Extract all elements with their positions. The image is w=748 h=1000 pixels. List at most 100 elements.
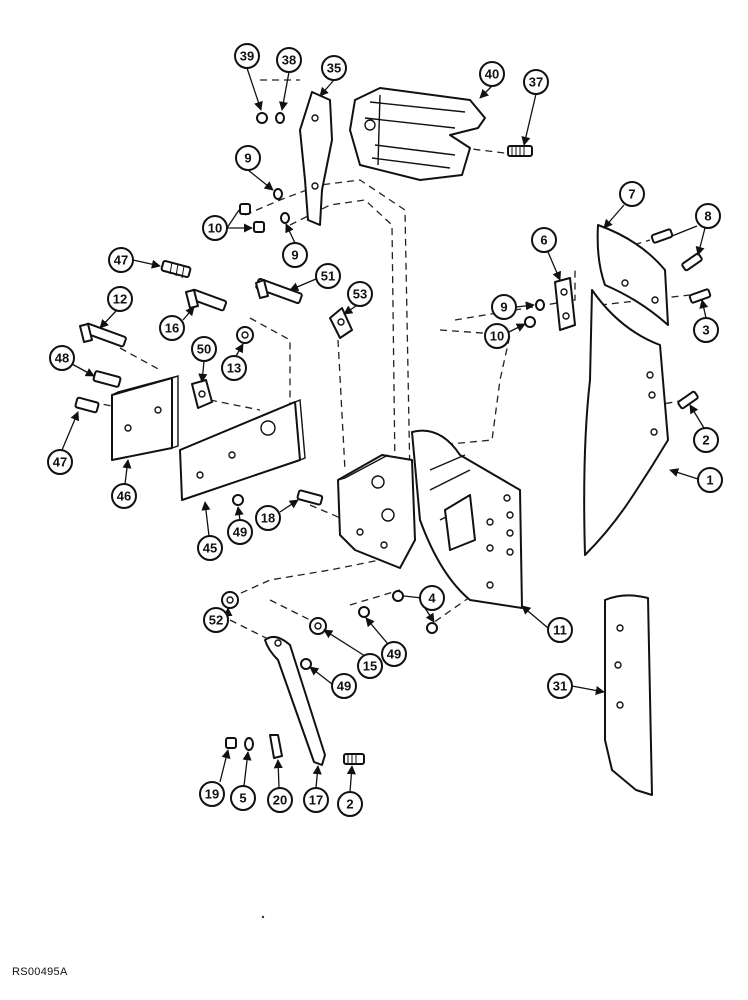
part-46-plate (111, 375, 179, 461)
washer-13 (236, 326, 254, 344)
bolt-47-upper (160, 259, 192, 279)
svg-text:2: 2 (346, 797, 353, 812)
callout-2: 35 (319, 55, 347, 97)
svg-text:12: 12 (113, 292, 127, 307)
nut-15 (309, 617, 327, 635)
callout-28: 18 (255, 499, 299, 531)
callout-13: 53 (343, 281, 373, 315)
nut-4-upper (392, 590, 404, 602)
part-6-bracket (554, 277, 576, 331)
svg-text:20: 20 (273, 793, 287, 808)
callout-27: 49 (227, 506, 253, 545)
callout-26: 45 (197, 501, 223, 561)
svg-text:17: 17 (309, 793, 323, 808)
callout-37: 5 (230, 751, 256, 811)
callout-35: 49 (309, 666, 357, 699)
callout-29: 4 (403, 585, 445, 622)
svg-text:8: 8 (704, 209, 711, 224)
svg-text:2: 2 (702, 433, 709, 448)
bolt-48 (92, 370, 122, 388)
washer-9-mid (535, 299, 545, 311)
callout-1: 38 (276, 47, 302, 111)
callout-30: 52 (203, 607, 233, 633)
svg-text:49: 49 (337, 679, 351, 694)
part-40-cover (349, 87, 486, 181)
svg-text:13: 13 (227, 361, 241, 376)
callout-31: 11 (521, 605, 573, 643)
bolt-3 (688, 288, 712, 304)
svg-text:39: 39 (240, 49, 254, 64)
part-45-plate (179, 398, 306, 501)
bolt-8-lower (681, 252, 703, 272)
part-1-moldboard (583, 289, 669, 556)
bolt-2-lower (343, 753, 365, 765)
svg-text:45: 45 (203, 541, 217, 556)
bolt-8-upper (650, 228, 674, 244)
callout-18: 50 (191, 336, 217, 383)
svg-text:31: 31 (553, 679, 567, 694)
frog-body (337, 454, 416, 569)
washer-5 (244, 737, 254, 751)
svg-text:52: 52 (209, 613, 223, 628)
callout-4: 37 (521, 69, 549, 146)
bolt-12 (79, 322, 127, 348)
bolt-16 (185, 288, 228, 312)
svg-text:47: 47 (53, 455, 67, 470)
svg-text:9: 9 (244, 151, 251, 166)
callout-23: 2 (689, 404, 719, 453)
callout-24: 46 (111, 459, 137, 509)
svg-text:49: 49 (387, 647, 401, 662)
svg-text:19: 19 (205, 787, 219, 802)
svg-text:1: 1 (706, 473, 713, 488)
callout-22: 47 (47, 411, 80, 475)
callout-39: 17 (303, 765, 329, 813)
nut-52 (221, 591, 239, 609)
svg-text:38: 38 (282, 53, 296, 68)
svg-text:9: 9 (500, 300, 507, 315)
callout-10: 47 (108, 247, 161, 273)
callout-20: 13 (221, 343, 247, 381)
svg-text:11: 11 (553, 623, 567, 638)
svg-text:16: 16 (165, 321, 179, 336)
callout-25: 1 (669, 467, 723, 493)
callout-12: 6 (531, 227, 561, 281)
svg-text:53: 53 (353, 287, 367, 302)
part-53-clip (329, 307, 353, 339)
bolt-37 (507, 145, 533, 157)
svg-text:10: 10 (208, 221, 222, 236)
svg-text:50: 50 (197, 342, 211, 357)
nut-10-upper (239, 203, 251, 215)
callout-40: 2 (337, 765, 363, 817)
callout-15: 16 (159, 306, 195, 341)
part-7-strip (596, 224, 669, 326)
callout-17: 3 (693, 299, 719, 343)
washer-9-lower (280, 212, 290, 224)
nut-49-upper (232, 494, 244, 506)
callout-38: 20 (267, 759, 293, 813)
bolt-18 (296, 489, 324, 506)
svg-text:51: 51 (321, 269, 335, 284)
part-31-landside (604, 594, 653, 796)
callout-9: 8 (671, 203, 721, 255)
callout-19: 10 (484, 323, 526, 349)
svg-text:40: 40 (485, 67, 499, 82)
callout-6: 10 (202, 209, 252, 241)
callout-11: 51 (289, 263, 341, 291)
washer-9-upper (273, 188, 283, 200)
nut-50 (191, 379, 213, 409)
nut-10-lower (253, 221, 265, 233)
svg-text:4: 4 (428, 591, 436, 606)
part-17-brace (264, 635, 326, 766)
callout-7: 9 (282, 223, 308, 268)
callout-14: 12 (99, 286, 133, 329)
svg-text:48: 48 (55, 351, 69, 366)
svg-text:46: 46 (117, 489, 131, 504)
part-35-plate (299, 91, 333, 226)
bolt-47-lower (74, 396, 100, 414)
callout-3: 40 (479, 61, 505, 99)
callout-0: 39 (234, 43, 263, 111)
svg-text:47: 47 (114, 253, 128, 268)
callout-34: 49 (365, 617, 407, 667)
part-11-share (411, 429, 523, 609)
callout-21: 48 (49, 345, 95, 377)
